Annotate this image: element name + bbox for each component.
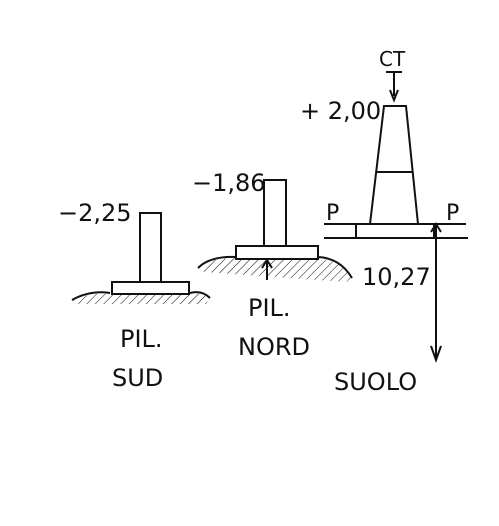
pier-nord-label-line2: NORD <box>238 333 310 361</box>
elevation-label-sud: −2,25 <box>58 199 132 227</box>
pier-sud-label-line2: SUD <box>112 364 163 392</box>
p-label-right: P <box>446 201 459 226</box>
elevation-label-tower: + 2,00 <box>300 97 381 125</box>
tower <box>324 71 468 363</box>
pier-sud <box>71 212 211 304</box>
column-nord <box>263 179 287 247</box>
pier-nord <box>197 179 353 282</box>
pier-nord-label-line1: PIL. <box>248 294 291 322</box>
ground-line-nord <box>197 255 353 279</box>
suolo-label: SUOLO <box>334 368 417 396</box>
ground-line-sud <box>71 291 211 301</box>
column-sud <box>139 212 162 283</box>
footing-nord <box>235 245 319 260</box>
tower-base <box>355 223 435 239</box>
footing-sud <box>111 281 190 295</box>
p-label-left: P <box>326 201 339 226</box>
depth-label: 10,27 <box>362 263 431 291</box>
tower-shaft <box>368 105 420 225</box>
ct-label: CT <box>379 47 406 71</box>
pier-sud-label-line1: PIL. <box>120 325 163 353</box>
ground-hatch-nord <box>198 258 352 282</box>
elevation-label-nord: −1,86 <box>192 169 266 197</box>
ground-hatch-sud <box>72 293 210 304</box>
